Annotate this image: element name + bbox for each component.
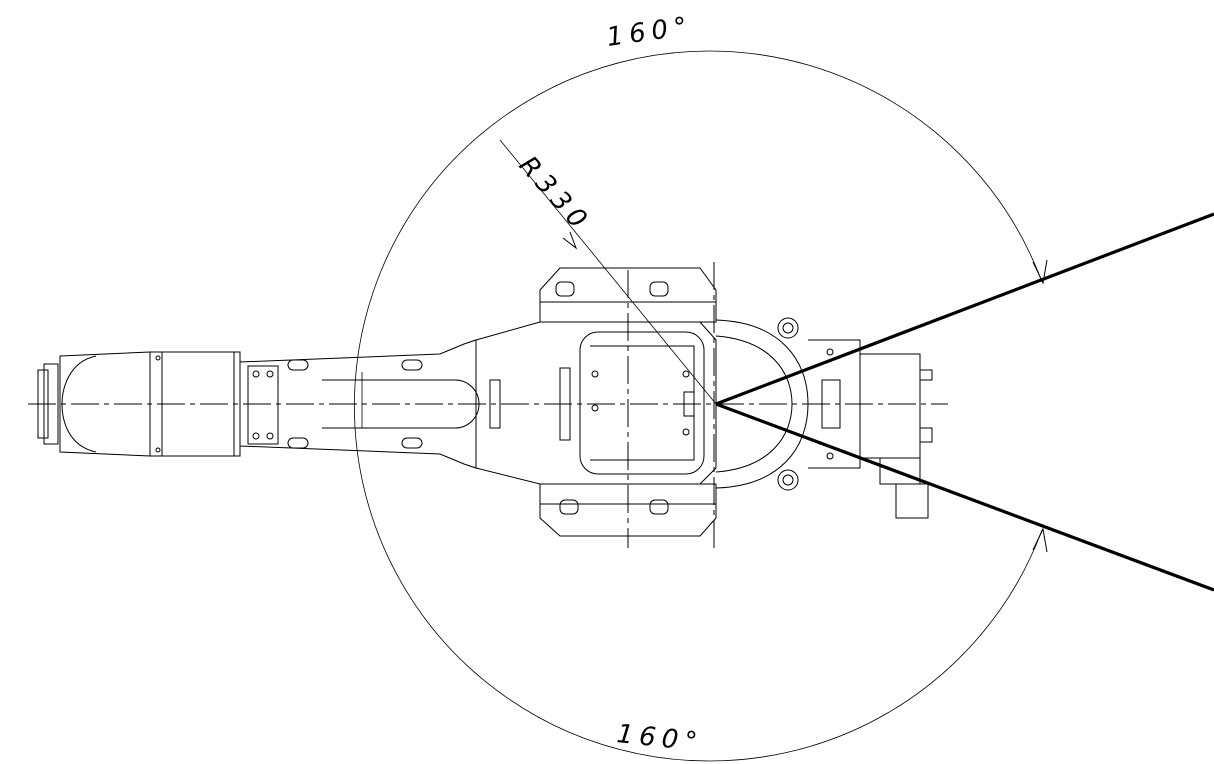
limit-line-lower: [715, 402, 1214, 592]
arc-arrow-bottom: [1032, 527, 1048, 553]
arc-arrow-top: [1032, 259, 1048, 285]
motion-range-arc: [353, 50, 1043, 762]
angle-label-bottom: 160°: [615, 719, 704, 758]
angle-label-top: 160°: [605, 11, 695, 53]
radius-leader: [499, 139, 717, 405]
limit-line-upper: [715, 212, 1214, 406]
radius-arrow: [562, 231, 578, 250]
robot-base: [475, 267, 933, 537]
radius-label: R330: [513, 151, 597, 239]
